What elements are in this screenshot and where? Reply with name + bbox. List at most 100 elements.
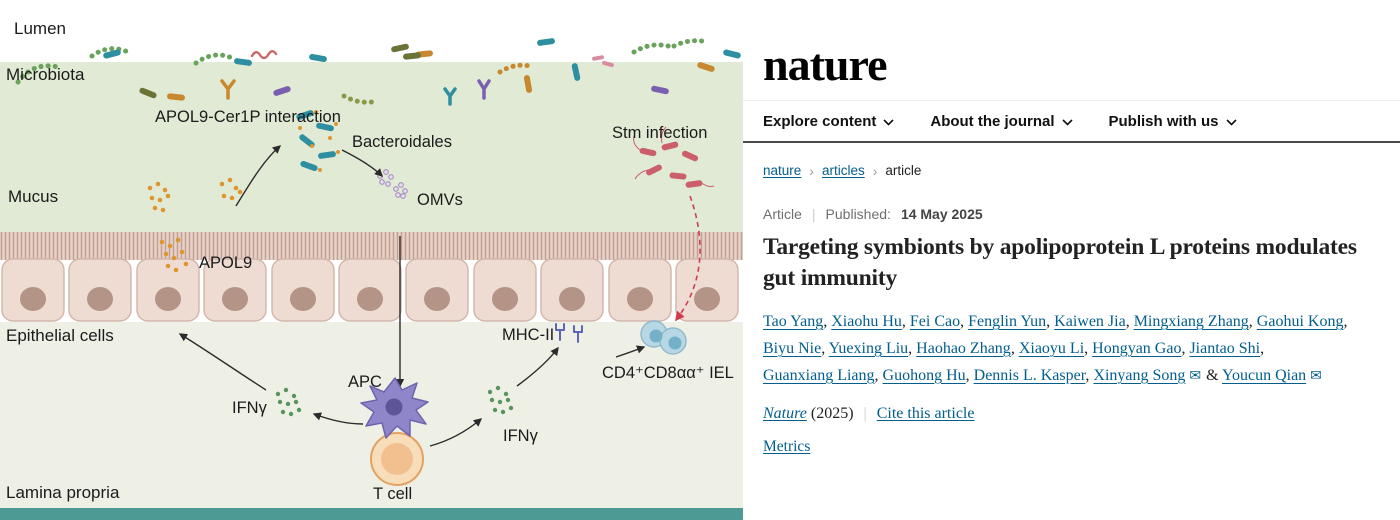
breadcrumb-separator-icon: › [872, 162, 878, 179]
article-type-label: Article [763, 206, 802, 222]
author-link[interactable]: Xiaohu Hu [831, 312, 902, 330]
author-separator: , [1046, 312, 1055, 330]
author-separator: , [901, 312, 910, 330]
label-mhc-ii: MHC-II [502, 326, 555, 344]
apol9-icons [147, 177, 243, 273]
iel-cell-icons [640, 320, 687, 355]
author-separator: , [874, 366, 883, 384]
microbiota-icons [15, 38, 741, 106]
bacteroidales-icons [296, 110, 340, 172]
label-lamina-propria: Lamina propria [6, 483, 120, 502]
nav-publish-with-us[interactable]: Publish with us [1109, 113, 1237, 130]
author-separator: & [1202, 366, 1223, 384]
article-meta: Article | Published: 14 May 2025 [763, 206, 1382, 222]
author-separator: , [1125, 312, 1134, 330]
infection-arrow [675, 195, 701, 322]
label-mucus: Mucus [8, 187, 59, 206]
breadcrumb: nature › articles › article [763, 163, 1382, 178]
label-epithelial-cells: Epithelial cells [6, 326, 114, 345]
author-link[interactable]: Guohong Hu [882, 366, 966, 384]
label-apol9: APOL9 [199, 254, 253, 272]
label-apol9-cer1p: APOL9-Cer1P interaction [155, 108, 341, 126]
author-link[interactable]: Xiaoyu Li [1018, 339, 1085, 357]
journal-divider: | [863, 405, 867, 423]
author-link[interactable]: Youcun Qian [1222, 366, 1307, 384]
author-separator: , [1181, 339, 1190, 357]
author-separator: , [908, 339, 917, 357]
author-separator: , [1248, 312, 1257, 330]
cite-this-article-link[interactable]: Cite this article [876, 405, 975, 423]
author-link[interactable]: Biyu Nie [763, 339, 822, 357]
nav-about-the-journal[interactable]: About the journal [930, 112, 1073, 130]
author-link[interactable]: Tao Yang [763, 312, 824, 330]
article-content: nature › articles › article Article | Publis… [743, 163, 1400, 456]
author-link[interactable]: Mingxiang Zhang [1133, 312, 1249, 330]
nature-logo[interactable]: nature [763, 39, 888, 90]
journal-line: Nature (2025) | Cite this article [763, 405, 1382, 423]
pathway-arrows [178, 145, 646, 447]
author-link[interactable]: Haohao Zhang [916, 339, 1011, 357]
nav-label: Publish with us [1108, 112, 1219, 130]
author-separator: , [1085, 366, 1094, 384]
nav-label: Explore content [763, 112, 877, 130]
mhc2-icons [555, 323, 583, 343]
author-separator: , [1010, 339, 1019, 357]
author-link[interactable]: Kaiwen Jia [1054, 312, 1126, 330]
label-stm-infection: Stm infection [612, 124, 708, 142]
author-separator: , [821, 339, 829, 357]
stm-icons [633, 126, 715, 188]
meta-divider: | [811, 206, 816, 222]
article-title: Targeting symbionts by apolipoprotein L … [763, 234, 1357, 291]
bottom-strip [0, 508, 743, 520]
breadcrumb-separator-icon: › [809, 162, 814, 179]
label-microbiota: Microbiota [6, 65, 85, 84]
omv-icons [377, 169, 408, 199]
author-link[interactable]: Fei Cao [909, 312, 961, 330]
author-separator: , [1343, 312, 1348, 330]
label-omvs: OMVs [417, 191, 463, 209]
author-list: Tao Yang, Xiaohu Hu, Fei Cao, Fenglin Yu… [763, 309, 1382, 390]
email-icon[interactable]: ✉ [1189, 368, 1202, 384]
label-bacteroidales: Bacteroidales [352, 133, 452, 151]
author-link[interactable]: Fenglin Yun [968, 312, 1047, 330]
published-label: Published: [825, 206, 891, 222]
label-t-cell: T cell [373, 485, 413, 503]
chevron-down-icon [1225, 118, 1237, 126]
breadcrumb-articles[interactable]: articles [821, 163, 865, 178]
brush-border [0, 232, 743, 260]
nav-explore-content[interactable]: Explore content [763, 113, 894, 130]
label-lumen: Lumen [14, 19, 66, 38]
author-link[interactable]: Jiantao Shi [1189, 339, 1261, 357]
author-separator: , [1260, 339, 1265, 357]
author-link[interactable]: Gaohui Kong [1256, 312, 1344, 330]
journal-link[interactable]: Nature [763, 405, 807, 423]
metrics-row: Metrics [763, 438, 1382, 456]
epithelial-cells-row [1, 258, 739, 322]
journal-year: (2025) [810, 405, 854, 423]
breadcrumb-nature[interactable]: nature [763, 163, 802, 178]
ifng-icons-right [487, 385, 514, 415]
author-separator: , [823, 312, 832, 330]
main-nav: Explore content About the journal Publish … [743, 100, 1400, 143]
author-link[interactable]: Xinyang Song [1093, 366, 1186, 384]
t-cell-icon [370, 432, 424, 486]
label-cd4-cd8-iel: CD4⁺CD8αα⁺ IEL [602, 364, 734, 382]
metrics-link[interactable]: Metrics [763, 438, 811, 456]
chevron-down-icon [1061, 118, 1073, 126]
apc-icon [360, 377, 429, 439]
figure-panel: Lumen Microbiota APOL9-Cer1P interaction… [0, 19, 743, 520]
ifng-icons-left [275, 387, 302, 417]
nav-label: About the journal [930, 112, 1055, 130]
label-ifng-right: IFNγ [503, 427, 538, 445]
label-ifng-left: IFNγ [232, 399, 267, 417]
author-separator: , [960, 312, 969, 330]
author-link[interactable]: Guanxiang Liang [763, 366, 875, 384]
email-icon[interactable]: ✉ [1310, 368, 1322, 384]
author-link[interactable]: Yuexing Liu [828, 339, 909, 357]
author-link[interactable]: Hongyan Gao [1092, 339, 1182, 357]
author-separator: , [1084, 339, 1093, 357]
breadcrumb-article: article [885, 163, 922, 178]
author-separator: , [965, 366, 974, 384]
author-link[interactable]: Dennis L. Kasper [973, 366, 1086, 384]
chevron-down-icon [883, 118, 894, 126]
